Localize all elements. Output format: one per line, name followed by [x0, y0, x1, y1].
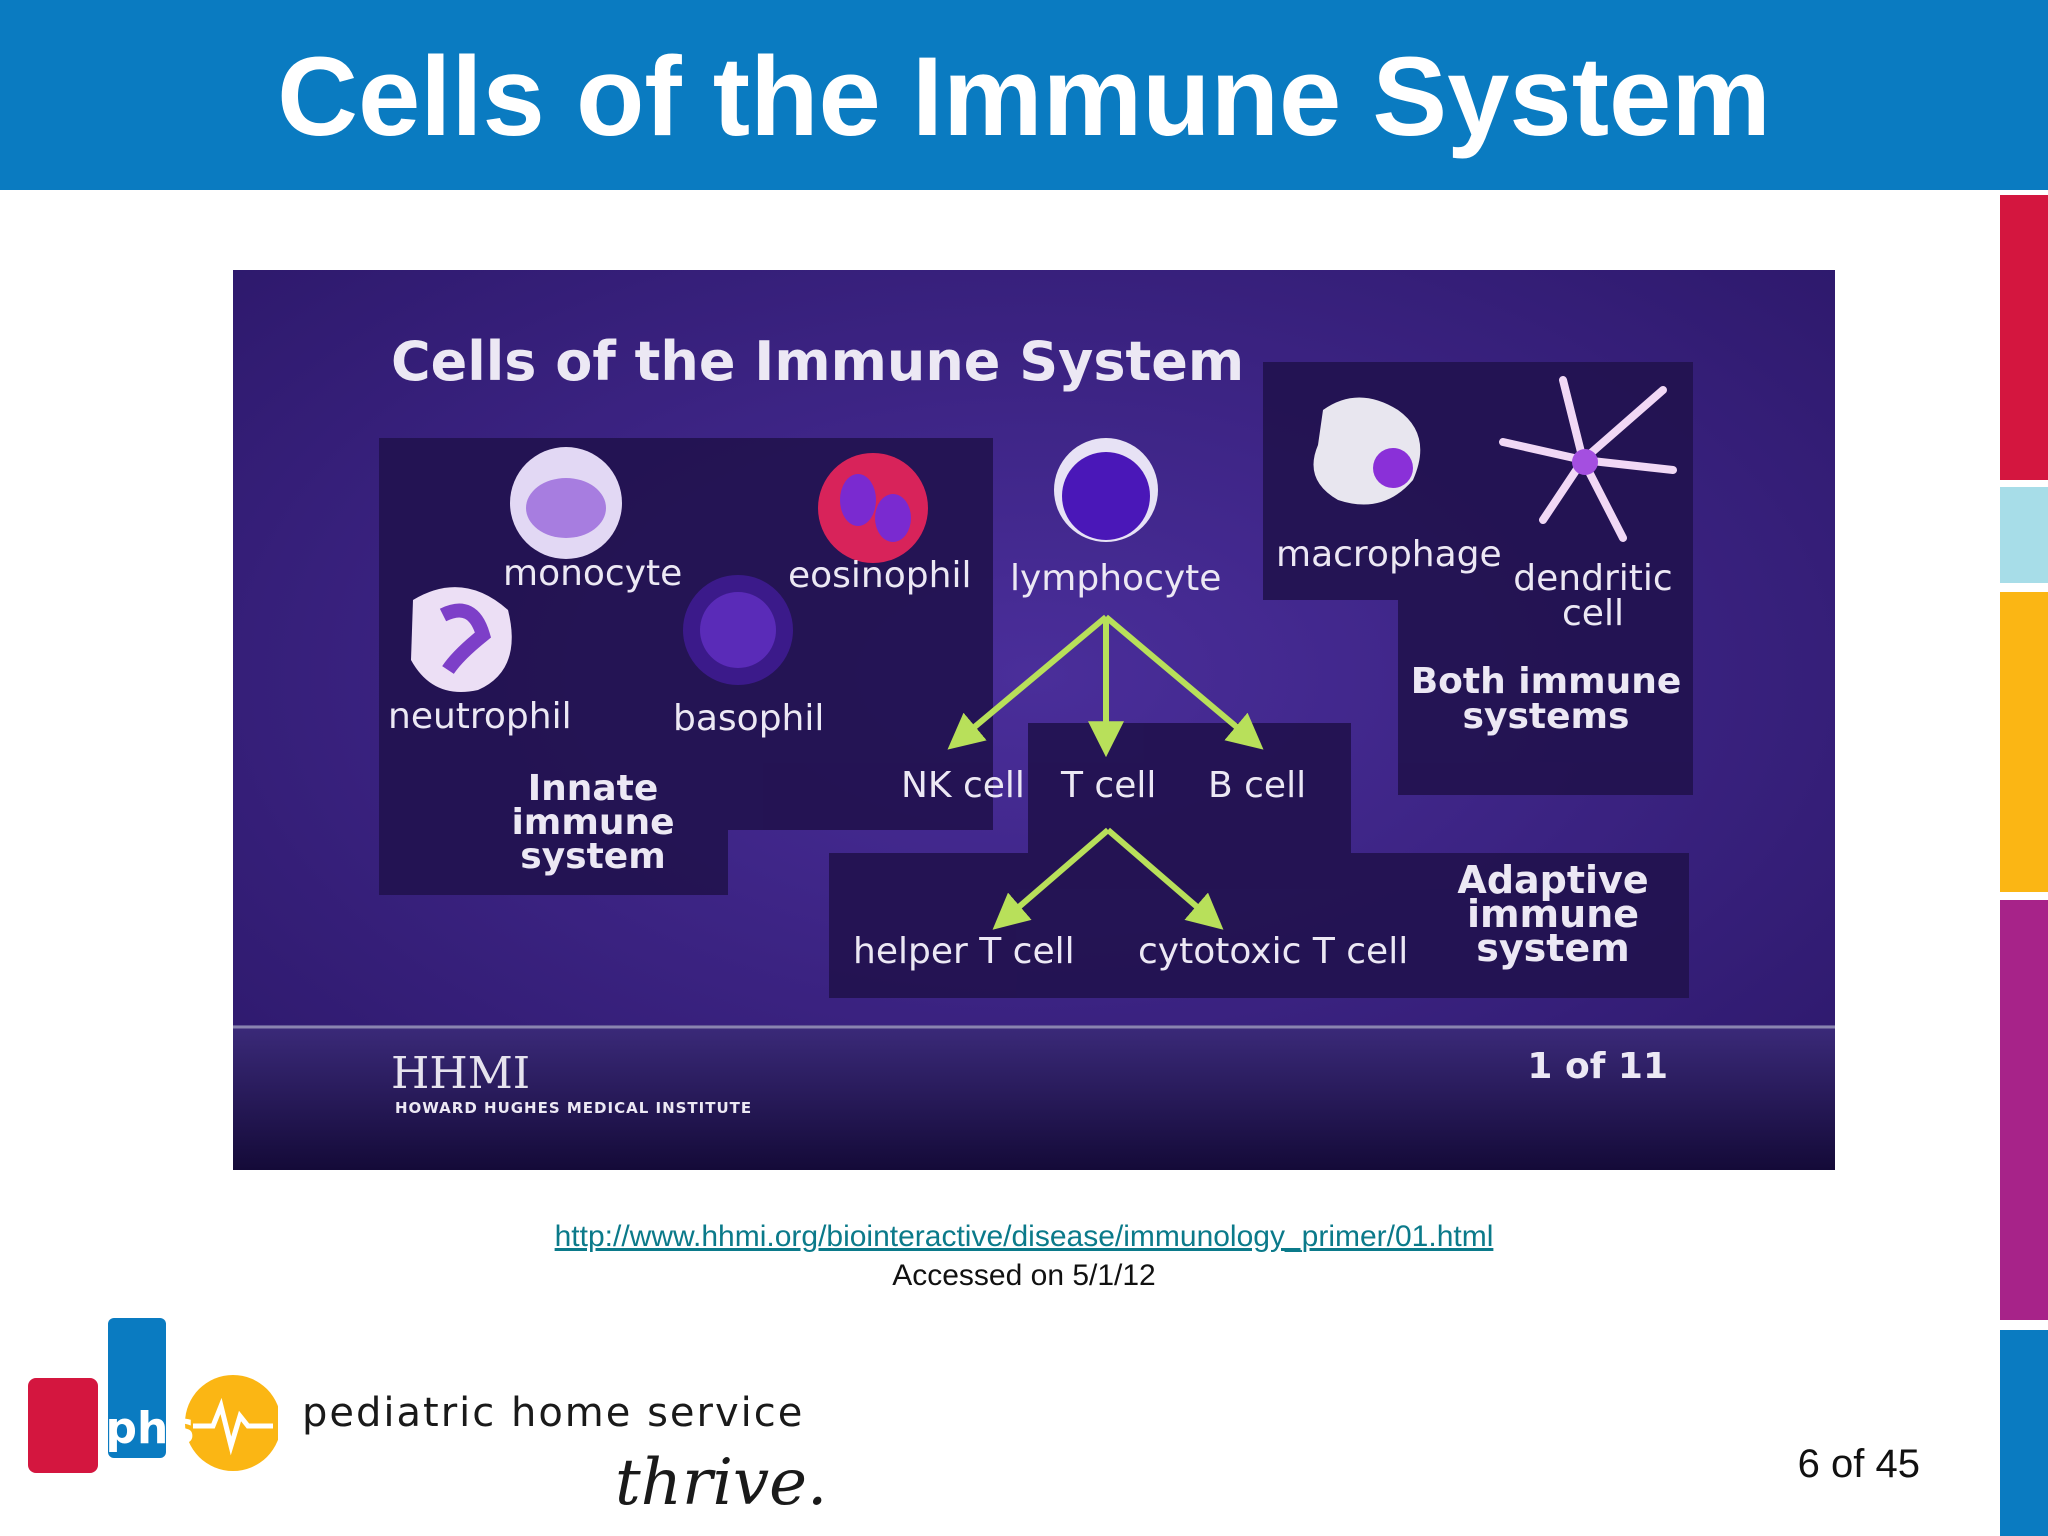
lymphocyte-icon: [1054, 438, 1158, 542]
arrow-to-b: [1104, 614, 1264, 750]
eosinophil-icon: [818, 453, 928, 563]
dendritic-cell-icon: [1499, 376, 1677, 542]
label-dendritic: dendritic: [1513, 558, 1672, 599]
label-b-cell: B cell: [1208, 765, 1306, 806]
arrow-to-nk: [947, 614, 1108, 750]
label-both-1: Both immune: [1411, 661, 1682, 702]
adaptive-panel: [829, 853, 1689, 998]
label-both-2: systems: [1463, 696, 1630, 737]
neutrophil-icon: [411, 587, 512, 692]
side-bar-red: [2000, 195, 2048, 480]
phs-logo-text: phs: [105, 1403, 194, 1454]
macrophage-icon: [1313, 397, 1421, 505]
source-link[interactable]: http://www.hhmi.org/biointeractive/disea…: [554, 1220, 1494, 1253]
phs-logo: phs: [28, 1318, 281, 1478]
label-eosinophil: eosinophil: [788, 555, 971, 596]
embed-footer-strip: [233, 1025, 1835, 1170]
innate-panel: [379, 438, 993, 895]
hhmi-slide-image: Cells of the Immune System: [233, 270, 1835, 1170]
embed-title: Cells of the Immune System: [391, 330, 1244, 393]
side-bar-yellow: [2000, 592, 2048, 892]
company-name: pediatric home service: [302, 1390, 805, 1436]
label-adaptive-2: immune: [1467, 892, 1639, 936]
slide-counter: 1 of 11: [1527, 1046, 1668, 1087]
label-t-cell: T cell: [1060, 765, 1156, 806]
label-neutrophil: neutrophil: [388, 696, 572, 737]
label-adaptive-1: Adaptive: [1457, 858, 1648, 902]
label-innate-3: system: [520, 836, 665, 877]
label-basophil: basophil: [673, 698, 824, 739]
phs-logo-mark: [28, 1318, 281, 1473]
arrow-to-cytotoxic: [1106, 827, 1224, 930]
side-bar-blue: [2000, 1330, 2048, 1536]
page-number: 6 of 45: [1797, 1442, 1920, 1486]
slide-title: Cells of the Immune System: [277, 34, 1771, 159]
company-tagline: thrive.: [615, 1446, 828, 1520]
accessed-date: Accessed on 5/1/12: [892, 1259, 1156, 1292]
monocyte-icon: [510, 447, 622, 559]
lineage-arrows: [947, 614, 1264, 930]
label-macrophage: macrophage: [1276, 534, 1502, 575]
label-adaptive-3: system: [1476, 926, 1630, 970]
label-monocyte: monocyte: [503, 553, 682, 594]
label-innate-2: immune: [511, 802, 674, 843]
label-cytotoxic-t-cell: cytotoxic T cell: [1138, 931, 1408, 972]
label-lymphocyte: lymphocyte: [1010, 558, 1221, 599]
side-bar-lightblue: [2000, 487, 2048, 583]
basophil-icon: [683, 575, 793, 685]
slide-header: Cells of the Immune System: [0, 0, 2048, 190]
side-bar-purple: [2000, 900, 2048, 1320]
arrow-to-helper: [992, 827, 1110, 930]
label-dendritic-cell: cell: [1562, 593, 1624, 634]
label-nk-cell: NK cell: [901, 765, 1025, 806]
label-innate-1: Innate: [528, 768, 659, 809]
hhmi-logo: HHMI: [391, 1048, 530, 1099]
label-helper-t-cell: helper T cell: [853, 931, 1075, 972]
hhmi-full-name: HOWARD HUGHES MEDICAL INSTITUTE: [395, 1099, 752, 1117]
